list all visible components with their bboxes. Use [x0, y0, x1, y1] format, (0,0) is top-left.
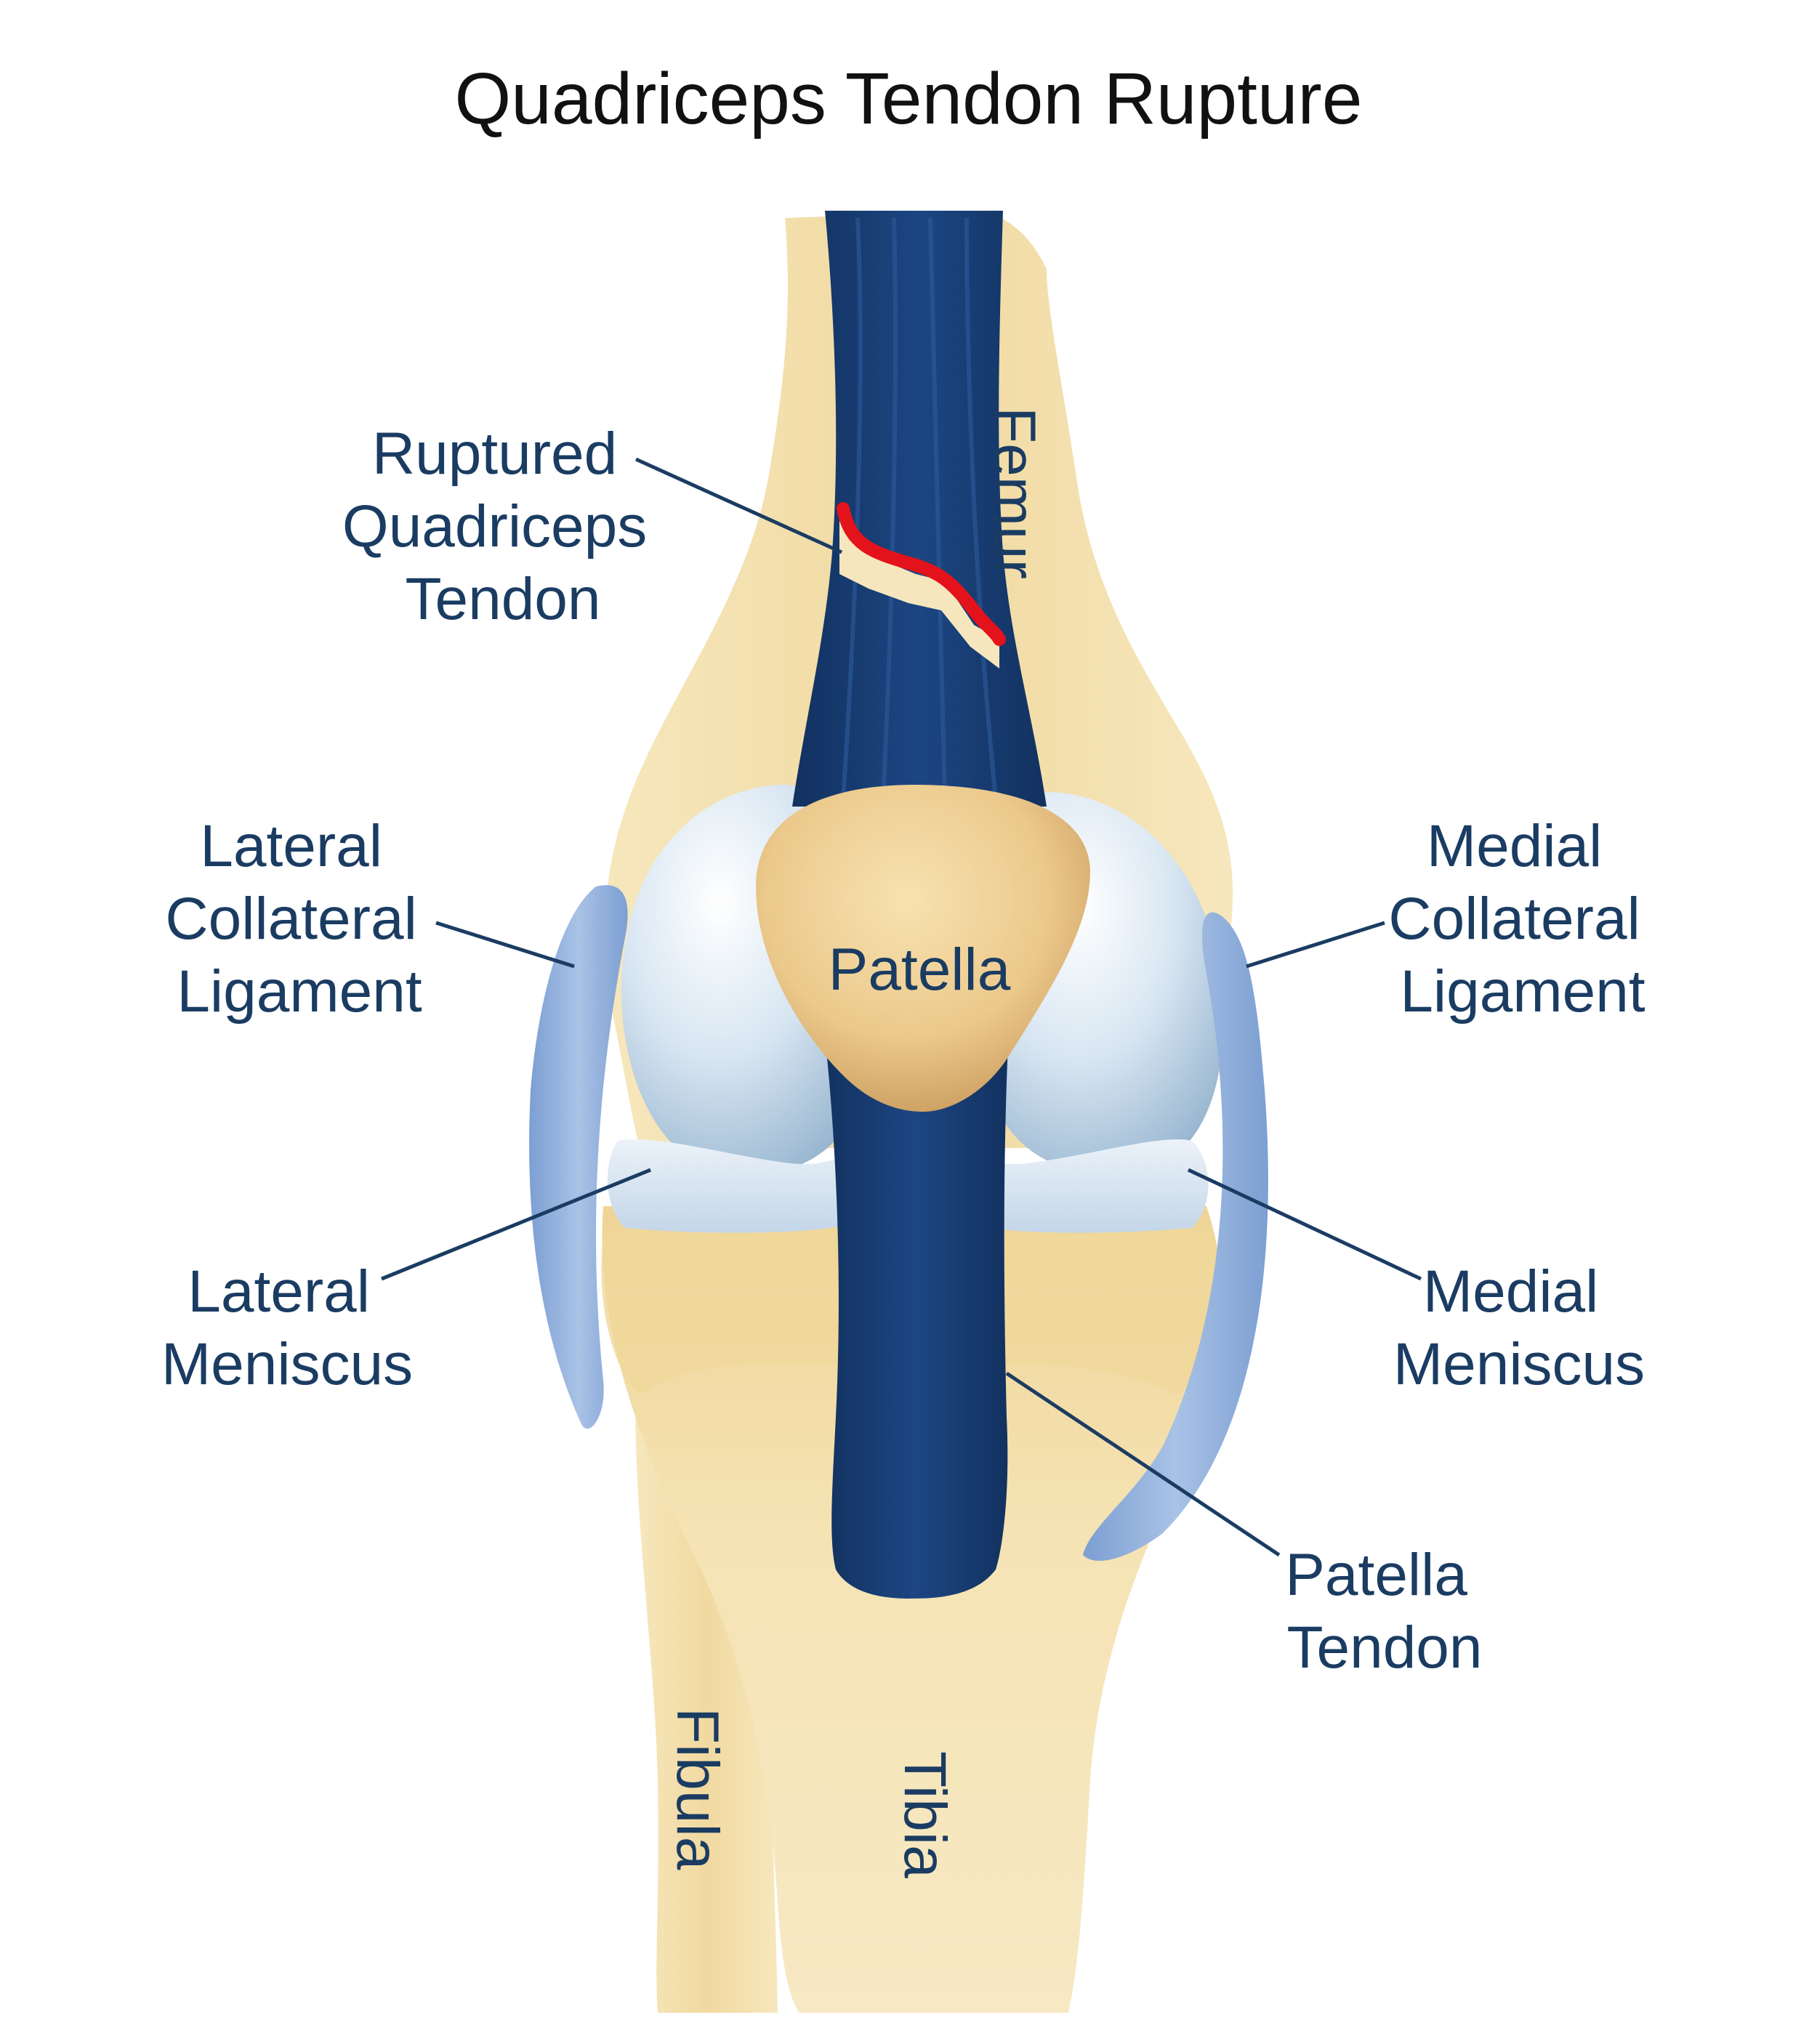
tendon-fibers — [841, 217, 998, 800]
leader-lines — [381, 457, 1422, 1557]
label-patella-tendon: Patella Tendon — [1285, 1542, 1484, 1681]
label-medial-collateral-ligament: Medial Collateral Ligament — [1388, 813, 1656, 1025]
label-lateral-collateral-ligament: Lateral Collateral Ligament — [165, 813, 433, 1025]
leader-medial-meniscus — [1187, 1168, 1422, 1281]
label-tibia: Tibia — [892, 1751, 958, 1878]
leader-lateral-collateral — [435, 921, 575, 969]
patella-bone — [756, 785, 1090, 1112]
label-patella: Patella — [829, 937, 1011, 1003]
leader-medial-collateral — [1246, 921, 1385, 969]
leader-patella-tendon — [1005, 1371, 1281, 1557]
tibia-bone — [602, 1206, 1224, 2013]
leader-ruptured-tendon — [634, 457, 843, 554]
label-fibula: Fibula — [664, 1708, 730, 1870]
patella-tendon-shape — [821, 1003, 1010, 1599]
lateral-collateral-ligament-shape — [529, 885, 628, 1429]
leader-lateral-meniscus — [381, 1168, 651, 1281]
label-femur: Femur — [981, 407, 1047, 579]
medial-collateral-ligament-shape — [1083, 912, 1268, 1562]
label-medial-meniscus: Medial Meniscus — [1393, 1259, 1645, 1397]
diagram-title: Quadriceps Tendon Rupture — [455, 58, 1363, 140]
label-lateral-meniscus: Lateral Meniscus — [161, 1259, 413, 1397]
rupture-mark — [837, 502, 1006, 646]
label-ruptured-quadriceps-tendon: Ruptured Quadriceps Tendon — [342, 421, 664, 632]
lateral-meniscus-shape — [608, 1134, 872, 1233]
medial-meniscus-shape — [945, 1134, 1209, 1233]
rupture-gap — [839, 509, 999, 668]
